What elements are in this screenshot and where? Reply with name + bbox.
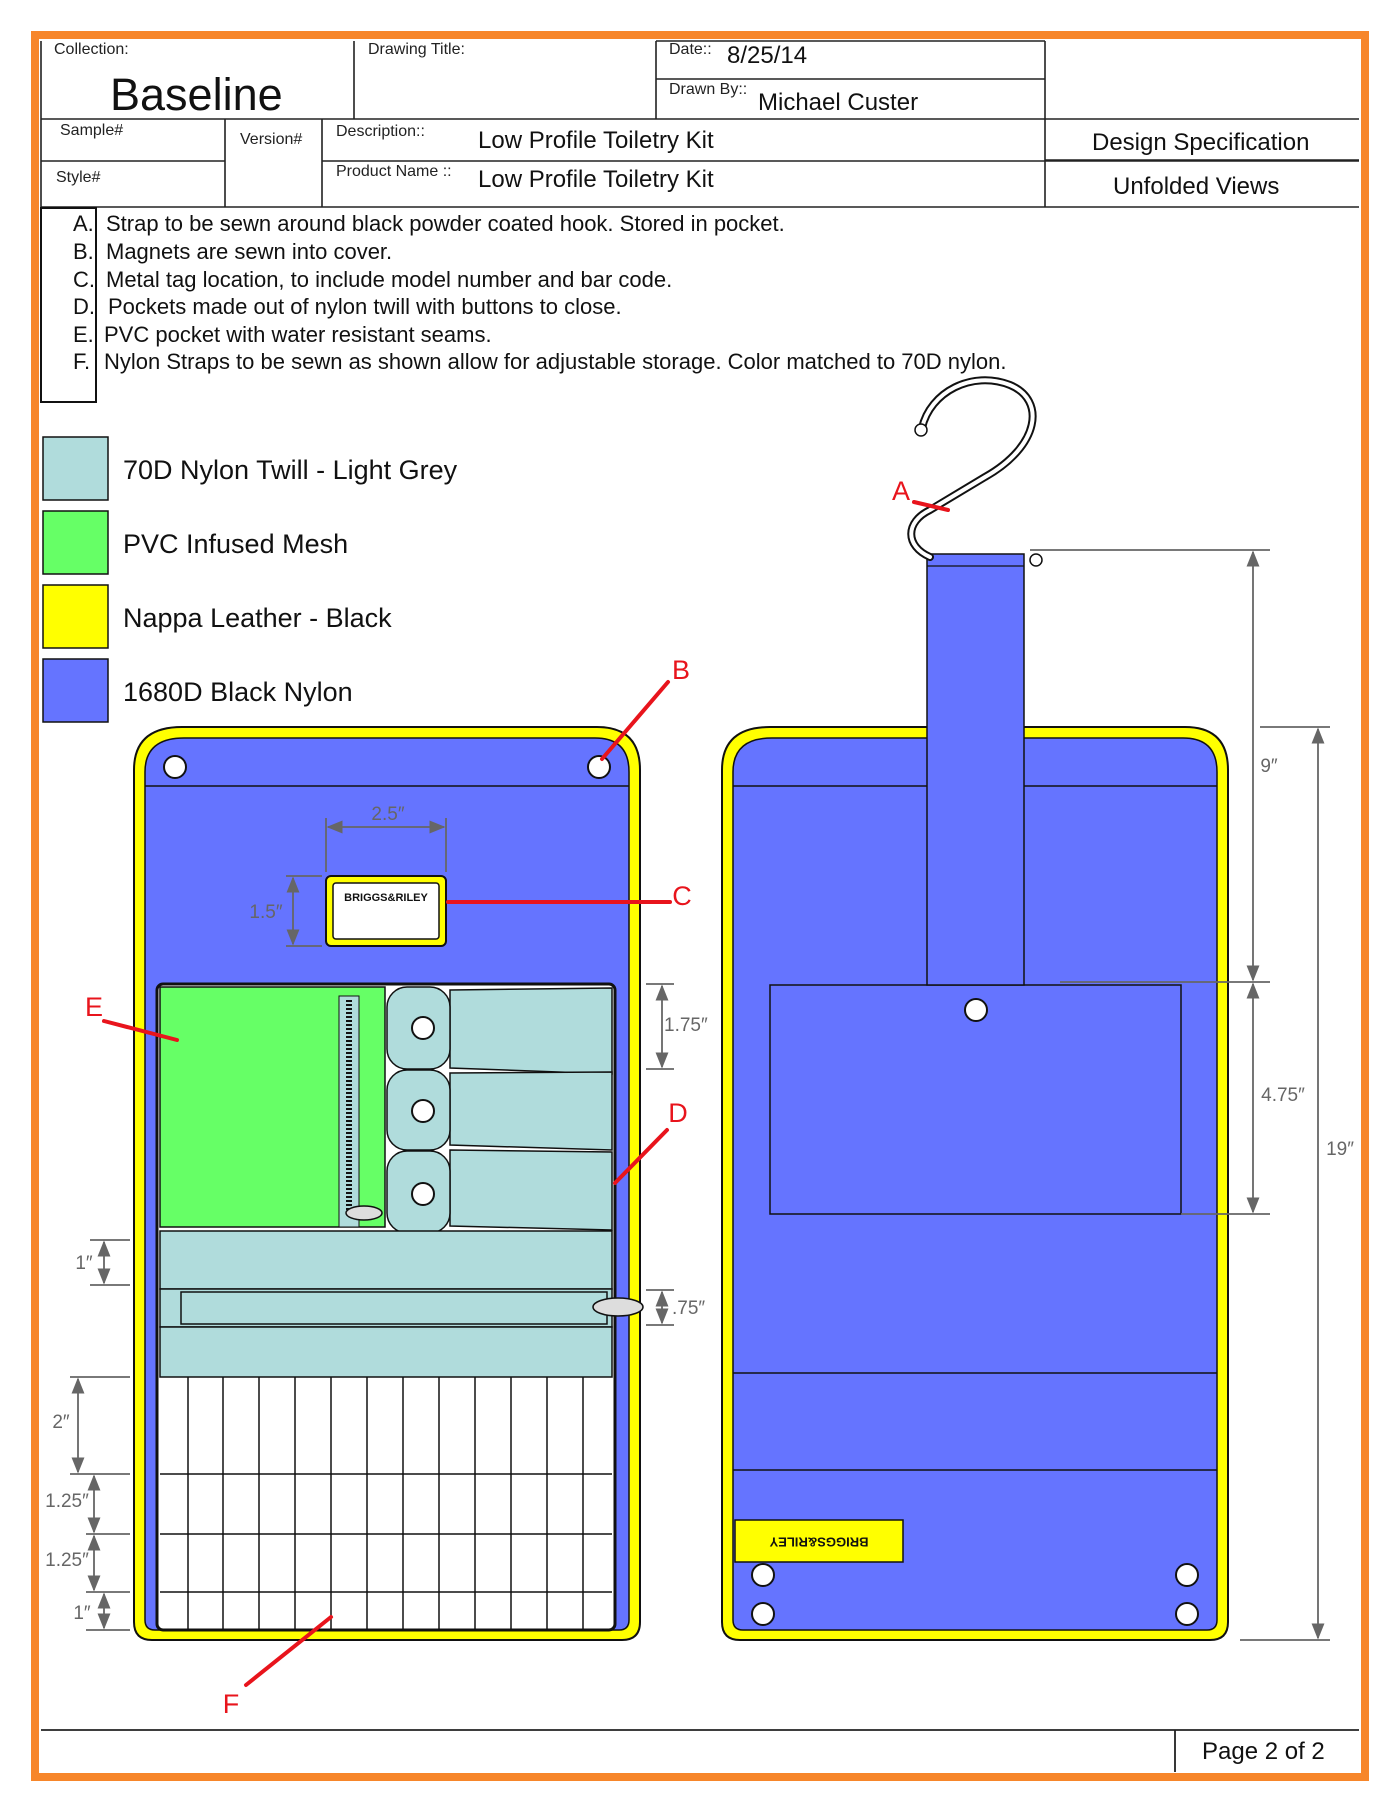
dim-strap-bottom: 1″: [73, 1603, 91, 1624]
dim-tag-width: 2.5″: [371, 804, 404, 825]
drawn-by-value: Michael Custer: [758, 89, 919, 116]
product-name-value: Low Profile Toiletry Kit: [478, 166, 714, 193]
material-label-black-nylon: 1680D Black Nylon: [123, 677, 353, 707]
zipper-pull-icon: [592, 1297, 644, 1317]
hanging-strap: [926, 553, 1025, 986]
note-text: Nylon Straps to be sewn as shown allow f…: [104, 349, 1007, 374]
material-label-nappa-leather: Nappa Leather - Black: [123, 603, 392, 633]
drawn-by-label: Drawn By::: [669, 81, 748, 98]
twill-band: [159, 1230, 613, 1290]
hanger-hook-icon: [907, 376, 1037, 561]
brand-tag-text: BRIGGS&RILEY: [769, 1535, 868, 1550]
callout-c: C: [672, 881, 692, 911]
note-letter: E.: [73, 322, 94, 347]
sheet-frame: [31, 31, 1369, 1781]
hook-ring: [1029, 553, 1043, 567]
view-name: Unfolded Views: [1113, 173, 1280, 200]
metal-tag-brand: BRIGGS&RILEY: [344, 892, 428, 904]
callout-d: D: [668, 1098, 688, 1128]
dim-band-one: 1″: [75, 1253, 93, 1274]
product-name-label: Product Name ::: [336, 163, 452, 180]
note-letter: A.: [73, 211, 94, 236]
material-label-nylon-twill: 70D Nylon Twill - Light Grey: [123, 455, 458, 485]
doc-type: Design Specification: [1092, 129, 1310, 156]
dim-zip-pocket: .75″: [672, 1298, 705, 1319]
page-number: Page 2 of 2: [1202, 1738, 1325, 1765]
swatch-nylon-twill: [42, 436, 109, 501]
interior-view: BRIGGS&RILEY: [133, 726, 644, 1641]
swatch-pvc-mesh: [42, 510, 109, 575]
dim-strap-mid-2: 1.25″: [45, 1550, 89, 1571]
magnet-dot: [1175, 1602, 1199, 1626]
collection-label: Collection:: [54, 41, 129, 58]
callout-a: A: [892, 476, 910, 506]
button-dot: [411, 1099, 435, 1123]
date-value: 8/25/14: [727, 42, 808, 69]
dim-tag-height: 1.5″: [249, 902, 282, 923]
twill-band: [159, 1326, 613, 1378]
swatch-nappa-leather: [42, 584, 109, 649]
exterior-view: BRIGGS&RILEY: [721, 376, 1229, 1641]
drawing-title-label: Drawing Title:: [368, 41, 465, 58]
callout-e: E: [85, 992, 103, 1022]
nylon-strap-grid: [160, 1377, 612, 1630]
button-dot: [411, 1016, 435, 1040]
brand-tag-upside-down: [734, 1519, 904, 1563]
description-value: Low Profile Toiletry Kit: [478, 127, 714, 154]
dim-strap-top: 2″: [52, 1412, 70, 1433]
note-letter: B.: [73, 239, 94, 264]
dim-strap-mid-1: 1.25″: [45, 1491, 89, 1512]
dim-hang-strap: 9″: [1260, 756, 1278, 777]
material-swatches: [42, 436, 109, 723]
magnet-dot: [1175, 1563, 1199, 1587]
date-label: Date::: [669, 41, 712, 58]
zipper-pull-icon: [345, 1205, 383, 1221]
title-block-grid: [40, 40, 1359, 208]
sample-label: Sample#: [60, 122, 124, 139]
dimension-lines: [70, 549, 1330, 1641]
collection-value: Baseline: [110, 69, 283, 120]
note-text: Pockets made out of nylon twill with but…: [108, 294, 622, 319]
dim-overall: 19″: [1326, 1139, 1354, 1160]
note-letter: F.: [73, 349, 91, 374]
back-pocket: [769, 984, 1182, 1215]
dim-pocket-height: 1.75″: [664, 1015, 708, 1036]
notes-letter-box: [40, 207, 97, 403]
note-text: Magnets are sewn into cover.: [106, 239, 393, 264]
twill-pockets: [386, 986, 613, 1234]
description-label: Description::: [336, 123, 425, 140]
style-label: Style#: [56, 169, 101, 186]
note-letter: C.: [73, 267, 95, 292]
magnet-dot: [587, 755, 611, 779]
callout-f: F: [223, 1689, 240, 1719]
snap-dot: [964, 998, 988, 1022]
callout-lines: [102, 500, 950, 1687]
magnet-dot: [751, 1602, 775, 1626]
magnet-dot: [163, 755, 187, 779]
material-label-pvc-mesh: PVC Infused Mesh: [123, 529, 349, 559]
button-dot: [411, 1182, 435, 1206]
dim-back-pocket: 4.75″: [1261, 1085, 1305, 1106]
note-text: Strap to be sewn around black powder coa…: [106, 211, 785, 236]
footer-lines: [41, 1729, 1359, 1772]
note-text: PVC pocket with water resistant seams.: [104, 322, 492, 347]
swatch-black-nylon: [42, 658, 109, 723]
callout-b: B: [672, 655, 690, 685]
note-letter: D.: [73, 294, 95, 319]
note-text: Metal tag location, to include model num…: [106, 267, 673, 292]
magnet-dot: [751, 1563, 775, 1587]
version-label: Version#: [240, 131, 303, 148]
